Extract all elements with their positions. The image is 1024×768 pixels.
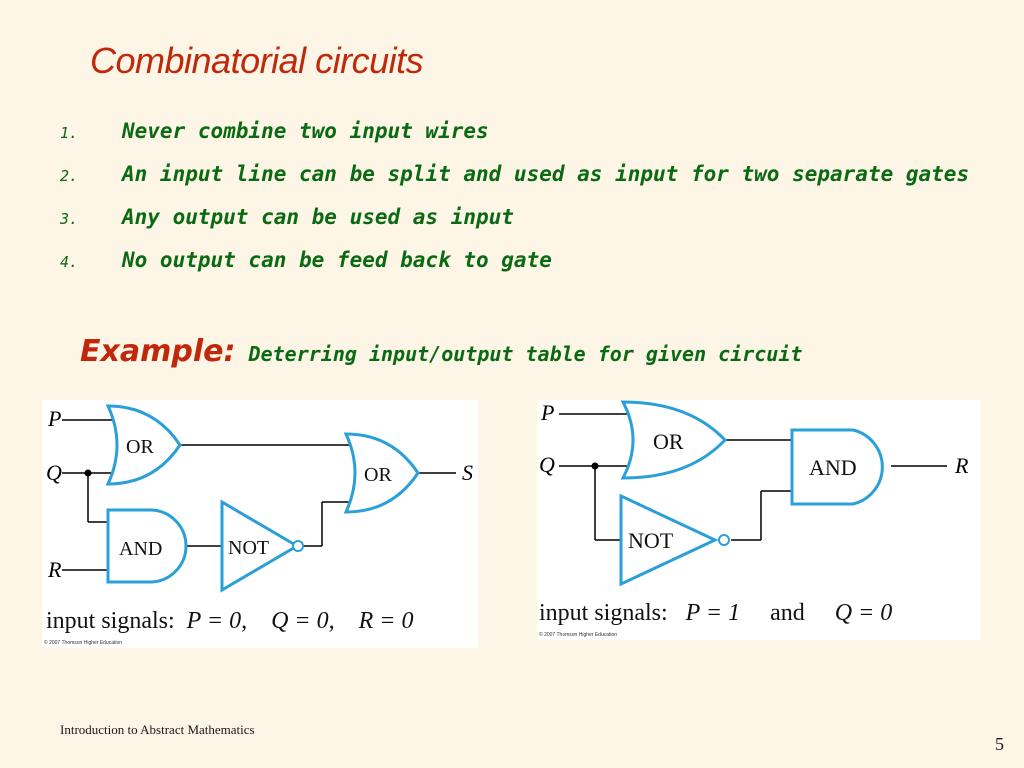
circuit1-input-r: R	[47, 557, 62, 582]
circuit2-or-gate	[620, 400, 728, 480]
circuit1-or-gate-1	[105, 404, 182, 486]
circuit1-not-label: NOT	[228, 537, 269, 559]
rule-item: 1. Never combine two input wires	[60, 114, 970, 150]
circuit1-junction-dot	[84, 469, 92, 477]
circuit2-and-label: AND	[809, 455, 857, 480]
circuit2-input-q: Q	[539, 452, 555, 477]
circuit2-and-gate	[790, 428, 884, 506]
circuit1-signal-q: Q = 0,	[271, 608, 335, 634]
rule-number: 2.	[60, 167, 79, 185]
circuit2-signal-and: and	[770, 600, 805, 626]
circuit2-signal-p: P = 1	[685, 600, 741, 626]
circuit2-or-label: OR	[653, 429, 684, 454]
example-heading: Example: Deterring input/output table fo…	[80, 334, 802, 369]
rule-number: 1.	[60, 124, 79, 142]
page-number: 5	[995, 734, 1004, 754]
example-description: Deterring input/output table for given c…	[248, 342, 803, 366]
circuit1-diagram: P Q R S OR AND NOT OR	[46, 404, 473, 593]
circuit2-not-label: NOT	[628, 528, 674, 553]
circuit1-copyright: © 2007 Thomson Higher Education	[44, 640, 123, 646]
circuit1-signals-prefix: input signals:	[46, 608, 175, 634]
circuit1-or-gate-2	[343, 432, 420, 514]
circuit2-wires	[559, 413, 947, 541]
circuit2-output-r: R	[954, 453, 969, 478]
rule-text: An input line can be split and used as i…	[122, 162, 970, 186]
rule-number: 4.	[60, 253, 79, 271]
circuit1-signal-p: P = 0,	[186, 608, 248, 634]
circuit2-copyright: © 2007 Thomson Higher Education	[539, 632, 618, 638]
circuit1-or-label-2: OR	[364, 464, 392, 486]
circuit2-gates	[619, 400, 884, 587]
slide-title: Combinatorial circuits	[90, 40, 424, 81]
circuit2-not-bubble	[718, 534, 730, 546]
rule-number: 3.	[60, 210, 79, 228]
circuit2-signals-prefix: input signals:	[539, 600, 668, 626]
rule-text: Never combine two input wires	[122, 119, 489, 143]
circuit1-signal-r: R = 0	[358, 608, 414, 634]
rule-item: 4. No output can be feed back to gate	[60, 243, 970, 279]
rules-list: 1. Never combine two input wires 2. An i…	[60, 114, 970, 286]
circuit1-input-p: P	[47, 406, 61, 431]
rule-text: Any output can be used as input	[122, 205, 514, 229]
circuit1-and-gate	[106, 508, 188, 584]
rule-item: 3. Any output can be used as input	[60, 200, 970, 236]
example-label: Example:	[80, 334, 236, 369]
circuit2-junction-dot	[591, 462, 599, 470]
circuit2-input-p: P	[540, 400, 554, 425]
circuit1-input-q: Q	[46, 460, 62, 485]
circuit1-output-s: S	[462, 460, 473, 485]
circuit1-signals: input signals: P = 0, Q = 0, R = 0	[46, 608, 413, 635]
circuit2-signals: input signals: P = 1 and Q = 0	[539, 600, 892, 627]
circuit1-or-label-1: OR	[126, 436, 154, 458]
rule-text: No output can be feed back to gate	[122, 248, 552, 272]
circuit1-not-bubble	[292, 540, 304, 552]
circuit1-gates	[105, 404, 420, 593]
circuit1-panel: P Q R S OR AND NOT OR input signals: P =…	[42, 400, 478, 648]
circuit2-not-gate	[619, 493, 719, 587]
circuit2-diagram: P Q R OR AND NOT	[539, 400, 969, 587]
circuit1-not-gate	[220, 499, 300, 593]
circuit1-and-label: AND	[119, 538, 162, 560]
circuit2-signal-q: Q = 0	[834, 600, 893, 626]
circuit2-panel: P Q R OR AND NOT input signals: P = 1 an…	[537, 400, 981, 640]
rule-item: 2. An input line can be split and used a…	[60, 157, 970, 193]
footer-text: Introduction to Abstract Mathematics	[60, 722, 255, 737]
